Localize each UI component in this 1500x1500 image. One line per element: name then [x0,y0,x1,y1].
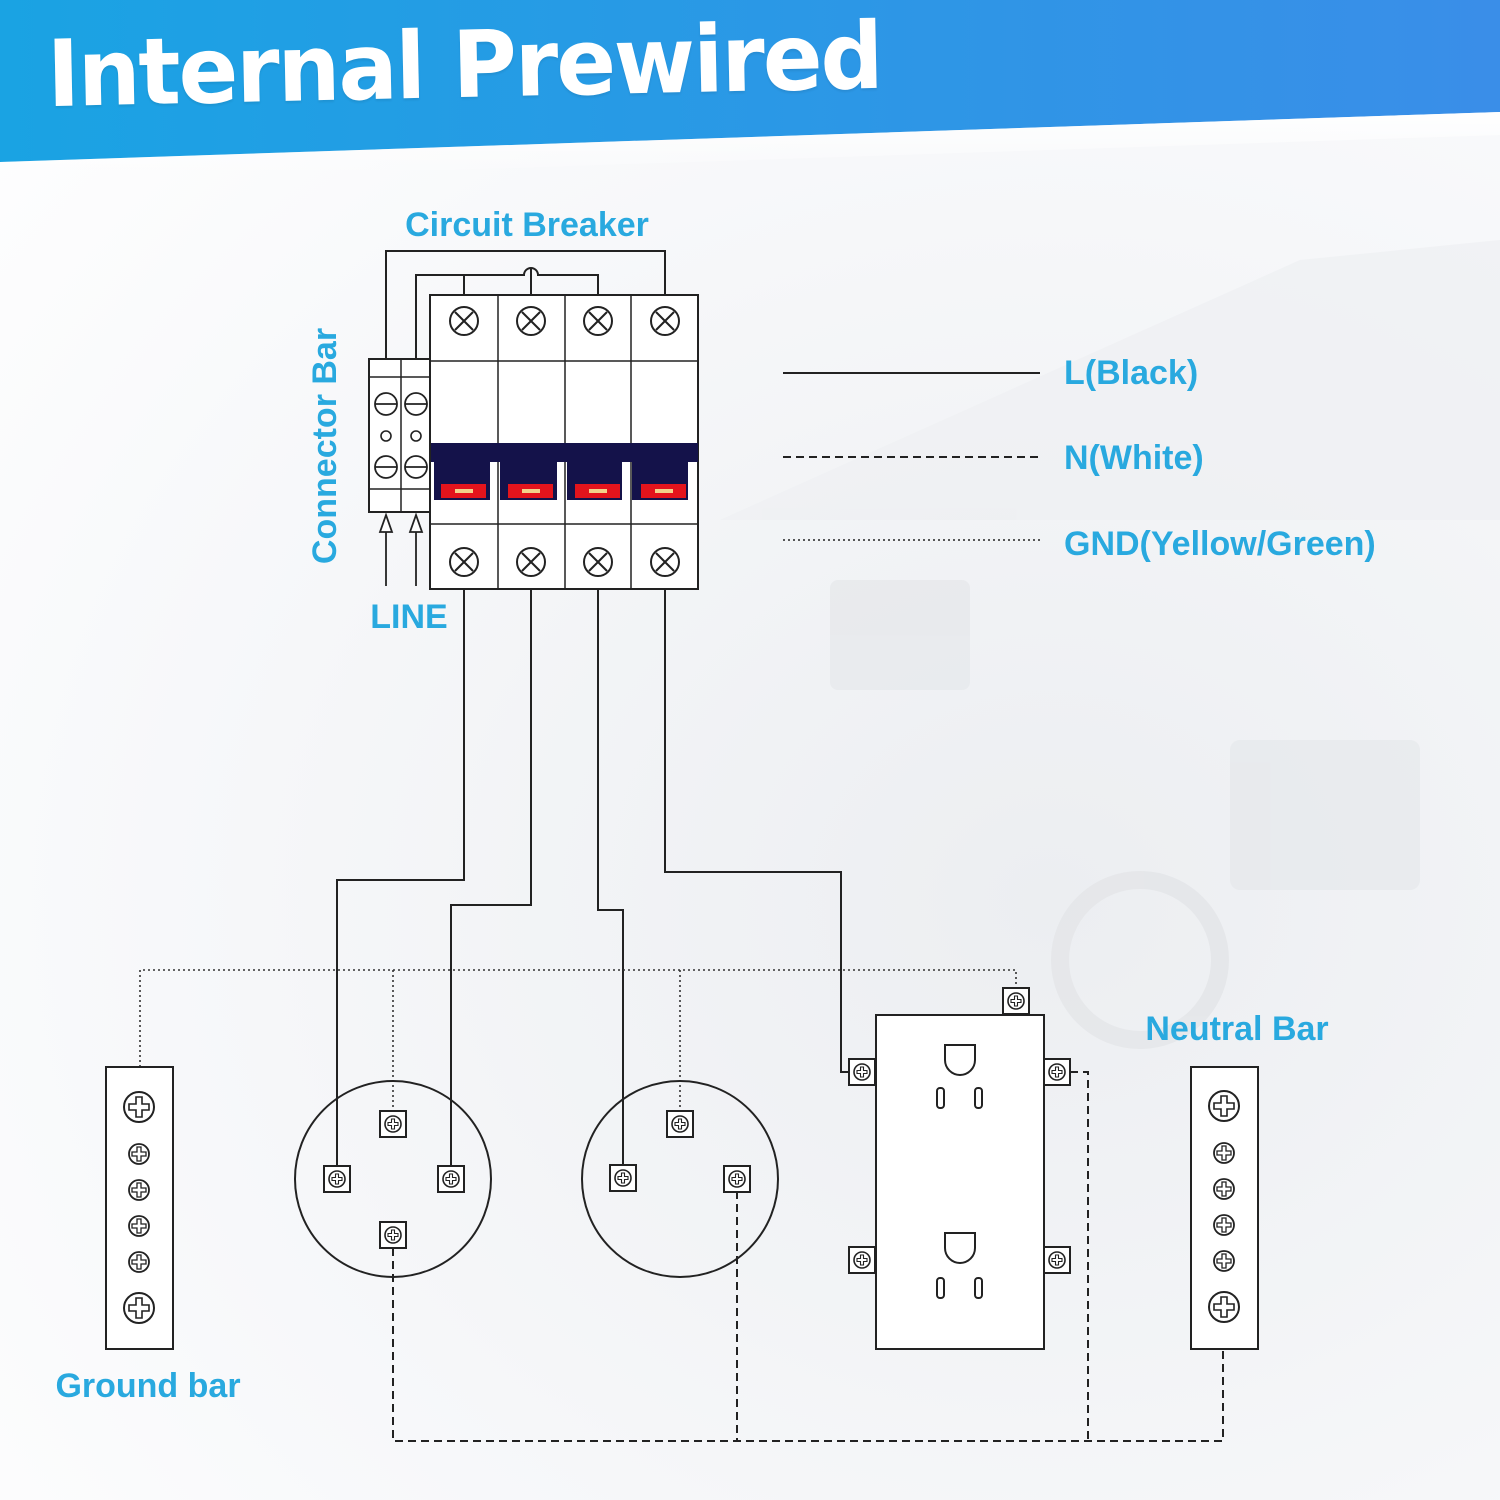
up-arrow-icon [408,512,424,533]
breaker-handles [441,484,686,498]
receptacle-3-prong [581,1080,779,1278]
x-screw-icon [516,547,546,577]
slot-screw-icon [374,455,398,479]
legend-label-neutral: N(White) [1064,439,1204,477]
line-label: LINE [370,598,447,636]
connector-bar-label: Connector Bar [306,328,344,564]
title-banner [0,0,1500,170]
breaker-top-wiring [385,250,666,365]
cross-screw-icon [128,1179,150,1201]
legend-label-line: L(Black) [1064,354,1198,392]
terminal-screw-icon [379,1110,407,1138]
circuit-breaker [429,294,699,590]
cross-screw-icon [1208,1291,1240,1323]
terminal-screw-icon [1043,1058,1071,1086]
terminal-screw-icon [379,1221,407,1249]
terminal-screw-icon [666,1110,694,1138]
cross-screw-icon [128,1251,150,1273]
x-screw-icon [516,306,546,336]
x-screw-icon [650,547,680,577]
slot-screw-icon [404,392,428,416]
ground-bar [105,1066,174,1350]
cross-screw-icon [128,1215,150,1237]
terminal-screw-icon [848,1058,876,1086]
hot-wires [336,589,862,1178]
circuit-breaker-label: Circuit Breaker [405,206,649,244]
background-silhouette [720,240,1500,1049]
breaker-band [430,443,698,500]
cross-screw-icon [123,1292,155,1324]
slot-screw-icon [374,392,398,416]
neutral-bar [1190,1066,1259,1350]
ground-wires [139,969,1017,1122]
terminal-screw-icon [1002,987,1030,1015]
cross-screw-icon [1213,1178,1235,1200]
neutral-bar-label: Neutral Bar [1145,1010,1328,1048]
terminal-screw-icon [609,1164,637,1192]
legend: L(Black) N(White) GND(Yellow/Green) [783,354,1376,563]
duplex-outlet [848,987,1071,1350]
connector-bar [368,358,431,513]
x-screw-icon [449,306,479,336]
terminal-screw-icon [323,1165,351,1193]
outlet-lower [936,1232,983,1299]
x-screw-icon [583,547,613,577]
cross-screw-icon [1213,1250,1235,1272]
cross-screw-icon [1213,1214,1235,1236]
cross-screw-icon [123,1091,155,1123]
receptacle-4-prong [294,1080,492,1278]
terminal-screw-icon [437,1165,465,1193]
neutral-wires [392,1071,1224,1442]
x-screw-icon [650,306,680,336]
x-screw-icon [583,306,613,336]
terminal-screw-icon [1043,1246,1071,1274]
terminal-screw-icon [848,1246,876,1274]
cross-screw-icon [128,1143,150,1165]
cross-screw-icon [1213,1142,1235,1164]
terminal-screw-icon [723,1165,751,1193]
ground-bar-label: Ground bar [55,1367,240,1405]
up-arrow-icon [378,512,394,533]
x-screw-icon [449,547,479,577]
slot-screw-icon [404,455,428,479]
line-arrows [378,512,424,586]
legend-label-ground: GND(Yellow/Green) [1064,525,1376,563]
cross-screw-icon [1208,1090,1240,1122]
outlet-upper [936,1044,983,1109]
